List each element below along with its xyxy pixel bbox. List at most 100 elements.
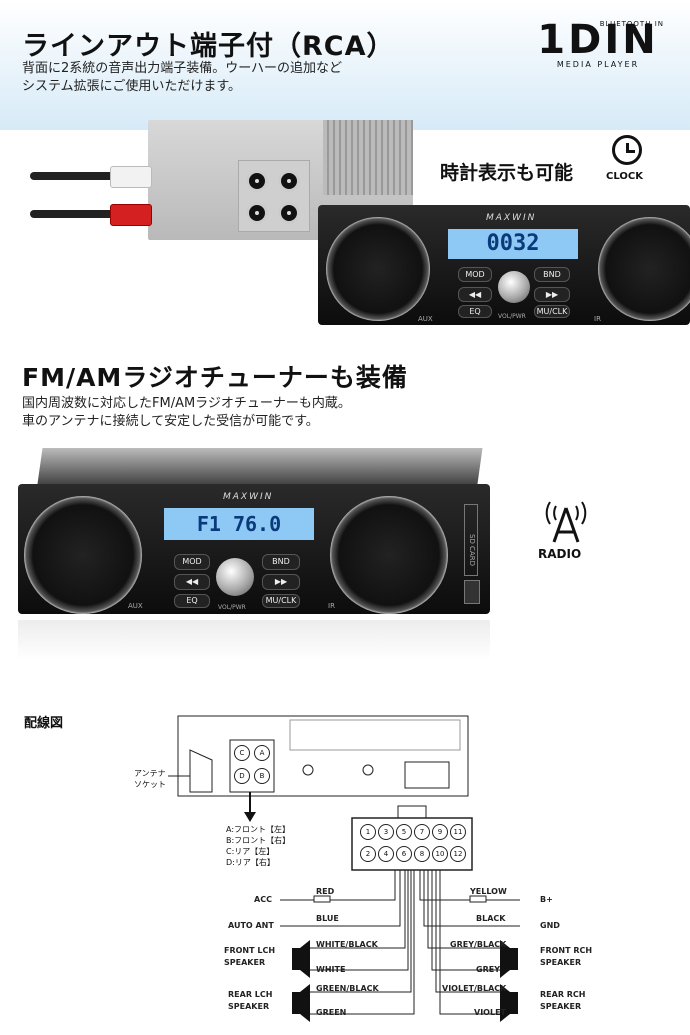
prev-button[interactable]: ◀◀ xyxy=(174,574,210,590)
rca-port-c: C xyxy=(234,745,250,761)
right-speaker xyxy=(598,217,690,321)
head-unit-radio-image: MAXWIN F1 76.0 MOD BND ◀◀ ▶▶ EQ MU/CLK V… xyxy=(18,484,490,614)
unit-top-cover xyxy=(37,448,483,484)
left-speaker xyxy=(24,496,142,614)
volume-label: VOL/PWR xyxy=(498,313,526,320)
label-front-lch-speaker: SPEAKER xyxy=(224,958,266,967)
radio-description-line2: 車のアンテナに接続して安定した受信が可能です。 xyxy=(22,414,319,429)
header-background xyxy=(0,0,690,130)
pin: 5 xyxy=(396,824,412,840)
right-speaker xyxy=(330,496,448,614)
rca-legend-d: D:リア【右】 xyxy=(226,858,275,867)
eq-button[interactable]: EQ xyxy=(174,594,210,608)
left-speaker xyxy=(326,217,430,321)
label-rear-lch: REAR LCH xyxy=(228,990,273,999)
aux-label: AUX xyxy=(128,602,143,610)
band-button[interactable]: BND xyxy=(534,267,570,282)
rca-jack xyxy=(246,202,268,224)
volume-knob[interactable] xyxy=(498,271,530,303)
label-acc: ACC xyxy=(254,895,272,904)
pin: 3 xyxy=(378,824,394,840)
logo-bluetooth-text: BLUETOOTH IN xyxy=(599,20,664,28)
brand-label: MAXWIN xyxy=(223,492,274,502)
radio-title: FM/AMラジオチューナーも装備 xyxy=(22,363,408,392)
sd-card-label: SD CARD xyxy=(468,534,476,566)
mute-clock-button[interactable]: MU/CLK xyxy=(534,305,570,318)
pin: 7 xyxy=(414,824,430,840)
head-unit-clock-image: MAXWIN 0032 MOD BND ◀◀ ▶▶ EQ MU/CLK VOL/… xyxy=(318,205,690,325)
label-auto-ant: AUTO ANT xyxy=(228,921,274,930)
eq-button[interactable]: EQ xyxy=(458,305,492,318)
mod-button[interactable]: MOD xyxy=(174,554,210,570)
sd-card-slot xyxy=(464,504,478,576)
next-button[interactable]: ▶▶ xyxy=(262,574,300,590)
wire-violet-black: VIOLET/BLACK xyxy=(442,984,507,993)
ir-label: IR xyxy=(594,315,601,323)
logo-main-text: 1DIN xyxy=(537,17,659,63)
clock-caption: 時計表示も可能 xyxy=(440,162,574,184)
rca-cable-red xyxy=(30,210,140,218)
volume-label: VOL/PWR xyxy=(218,604,246,611)
volume-knob[interactable] xyxy=(216,558,254,596)
label-rear-rch: REAR RCH xyxy=(540,990,586,999)
wire-violet: VIOLET xyxy=(474,1008,506,1017)
pin: 9 xyxy=(432,824,448,840)
ir-label: IR xyxy=(328,602,335,610)
wire-green-black: GREEN/BLACK xyxy=(316,984,379,993)
clock-icon xyxy=(612,135,642,165)
1din-logo: BLUETOOTH IN 1DIN MEDIA PLAYER xyxy=(528,20,668,75)
pin: 1 xyxy=(360,824,376,840)
antenna-socket-label: アンテナ ソケット xyxy=(134,768,166,790)
pin: 10 xyxy=(432,846,448,862)
logo-media-player-text: MEDIA PLAYER xyxy=(556,60,640,69)
label-rear-rch-speaker: SPEAKER xyxy=(540,1002,582,1011)
aux-label: AUX xyxy=(418,315,433,323)
rca-jack xyxy=(246,170,268,192)
pin: 6 xyxy=(396,846,412,862)
radio-description-line1: 国内周波数に対応したFM/AMラジオチューナーも内蔵。 xyxy=(22,396,351,411)
rca-legend-c: C:リア【左】 xyxy=(226,847,275,856)
rca-jack xyxy=(278,202,300,224)
radio-icon-label: RADIO xyxy=(538,547,582,561)
connector-bottom-row: 2 4 6 8 10 12 xyxy=(360,846,466,862)
rca-port-b: B xyxy=(254,768,270,784)
wire-black: BLACK xyxy=(476,914,506,923)
lcd-display: 0032 xyxy=(448,229,578,259)
label-front-rch: FRONT RCH xyxy=(540,946,593,955)
unit-reflection xyxy=(18,620,490,660)
pin: 11 xyxy=(450,824,466,840)
wire-red: RED xyxy=(316,887,335,896)
pin: 2 xyxy=(360,846,376,862)
usb-port xyxy=(464,580,480,604)
wire-grey: GREY xyxy=(476,965,500,974)
pin: 8 xyxy=(414,846,430,862)
rca-plug-white xyxy=(110,166,152,188)
label-front-lch: FRONT LCH xyxy=(224,946,276,955)
label-front-rch-speaker: SPEAKER xyxy=(540,958,582,967)
wire-grey-black: GREY/BLACK xyxy=(450,940,507,949)
rca-legend-a: A:フロント【左】 xyxy=(226,825,291,834)
clock-icon-label: CLOCK xyxy=(606,171,643,182)
wire-yellow: YELLOW xyxy=(470,887,507,896)
connector-top-row: 1 3 5 7 9 11 xyxy=(360,824,466,840)
label-rear-lch-speaker: SPEAKER xyxy=(228,1002,270,1011)
rca-title: ラインアウト端子付（RCA） xyxy=(22,31,395,62)
mute-clock-button[interactable]: MU/CLK xyxy=(262,594,300,608)
radio-icon xyxy=(545,501,587,543)
wiring-title: 配線図 xyxy=(24,716,64,731)
lcd-display: F1 76.0 xyxy=(164,508,314,540)
wiring-diagram xyxy=(168,715,520,1022)
wire-white: WHITE xyxy=(316,965,346,974)
rca-jack xyxy=(278,170,300,192)
mod-button[interactable]: MOD xyxy=(458,267,492,282)
band-button[interactable]: BND xyxy=(262,554,300,570)
next-button[interactable]: ▶▶ xyxy=(534,287,570,302)
rca-cable-white xyxy=(30,172,140,180)
prev-button[interactable]: ◀◀ xyxy=(458,287,492,302)
wire-white-black: WHITE/BLACK xyxy=(316,940,378,949)
rca-port-d: D xyxy=(234,768,250,784)
label-b-plus: B+ xyxy=(540,895,553,904)
rca-legend: A:フロント【左】 B:フロント【右】 C:リア【左】 D:リア【右】 xyxy=(226,824,290,868)
pin: 12 xyxy=(450,846,466,862)
rca-port-a: A xyxy=(254,745,270,761)
